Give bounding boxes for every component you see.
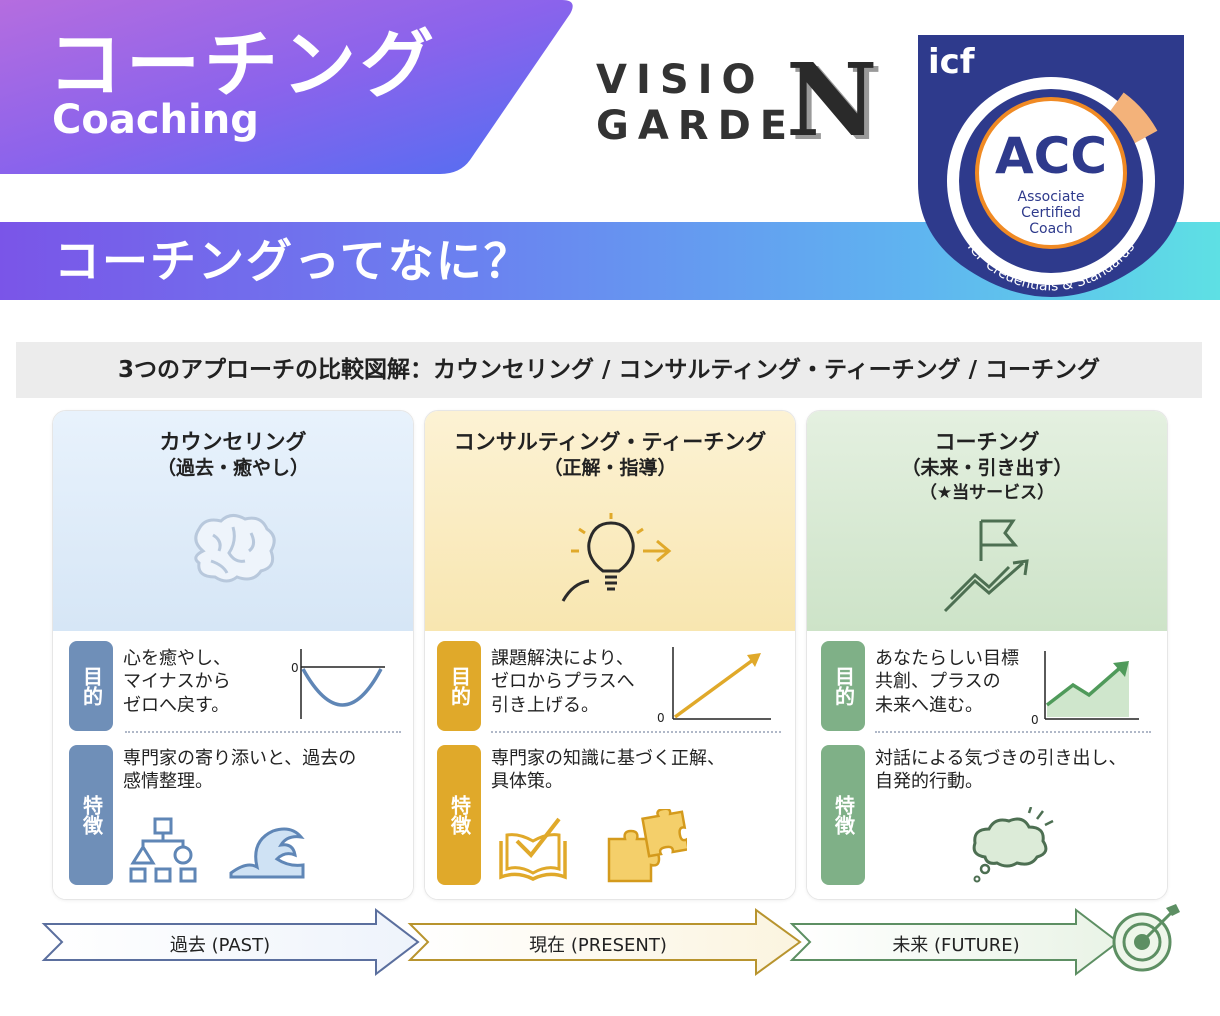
coaching-header: コーチング （未来・引き出す） （★当サービス） [807, 411, 1167, 631]
timeline-future-label: 未来 (FUTURE) [892, 935, 1020, 956]
consulting-header: コンサルティング・ティーチング （正解・指導） [425, 411, 795, 631]
target-icon [1112, 904, 1180, 972]
badge-line-1: Associate [1018, 189, 1085, 205]
subtitle: コーチングってなに？ [54, 234, 532, 288]
badge-line-3: Coach [1029, 221, 1073, 237]
consulting-purpose-chart [672, 647, 771, 720]
coaching-subtitle: （未来・引き出す） [901, 457, 1073, 479]
counseling-header: カウンセリング （過去・癒やし） [53, 411, 413, 631]
coaching-purpose-tag: 目的 [821, 641, 865, 731]
coaching-body: 目的 あなたらしい目標 共創、プラスの 未来へ進む。 0 特徴 対話による気づき… [807, 631, 1167, 899]
consulting-panel: コンサルティング・ティーチング （正解・指導） 目的 課題解決により、 ゼロから… [424, 410, 796, 900]
consulting-title: コンサルティング・ティーチング [453, 430, 767, 454]
logo-big-letter: N [786, 41, 878, 159]
logo-line-1: VISIO [596, 57, 765, 103]
consulting-chart-zero: 0 [657, 711, 665, 725]
consulting-body: 目的 課題解決により、 ゼロからプラスへ 引き上げる。 0 特徴 専門家の知識に… [425, 631, 795, 899]
counseling-purpose-chart [300, 649, 385, 719]
badge-code: ACC [995, 127, 1107, 185]
page-title-english: Coaching [52, 97, 259, 143]
hierarchy-icon [129, 817, 197, 883]
coaching-chart-zero: 0 [1031, 713, 1039, 727]
timeline-present-label: 現在 (PRESENT) [529, 935, 667, 956]
counseling-chart-zero: 0 [291, 661, 299, 675]
consulting-purpose-text: 課題解決により、 ゼロからプラスへ 引き上げる。 [491, 648, 635, 716]
badge-line-2: Certified [1021, 205, 1081, 221]
timeline-past-label: 過去 (PAST) [169, 935, 271, 956]
wave-icon [229, 827, 305, 879]
flag-growth-icon [943, 519, 1029, 613]
coaching-feature-text: 対話による気づきの引き出し、 自発的行動。 [875, 748, 1127, 793]
book-check-icon [499, 817, 567, 881]
coaching-purpose-text: あなたらしい目標 共創、プラスの 未来へ進む。 [875, 648, 1019, 716]
lightbulb-icon [561, 513, 672, 602]
counseling-subtitle: （過去・癒やし） [156, 457, 309, 479]
coaching-title: コーチング [934, 430, 1040, 454]
counseling-body: 目的 心を癒やし、 マイナスから ゼロへ戻す。 0 特徴 専門家の寄り添いと、過… [53, 631, 413, 899]
title-banner [0, 0, 573, 174]
counseling-feature-tag: 特徴 [69, 745, 113, 885]
consulting-divider [491, 731, 781, 733]
coaching-divider [875, 731, 1151, 733]
thought-bubble-icon [972, 807, 1054, 883]
counseling-panel: カウンセリング （過去・癒やし） 目的 心を癒やし、 マイナスから ゼロへ戻す。… [52, 410, 414, 900]
future-arrow [789, 907, 1120, 977]
icf-acc-badge: icf ACC Associate Certified Coach ICF Cr… [918, 35, 1184, 297]
coaching-feature-tag: 特徴 [821, 745, 865, 885]
section-title: 3つのアプローチの比較図解：カウンセリング / コンサルティング・ティーチング … [117, 357, 1101, 383]
counseling-title: カウンセリング [159, 430, 307, 454]
past-arrow [41, 907, 420, 977]
brain-icon [194, 514, 276, 583]
badge-brand: icf [928, 42, 976, 82]
vision-garden-logo: VISIO GARDE N [590, 50, 877, 162]
puzzle-icon [607, 809, 687, 883]
coaching-purpose-chart [1044, 651, 1139, 720]
coaching-service-note: （★当サービス） [919, 483, 1055, 503]
section-title-bar [16, 342, 1202, 398]
counseling-divider [125, 731, 401, 733]
counseling-purpose-tag: 目的 [69, 641, 113, 731]
page-title: コーチング [48, 22, 438, 108]
consulting-feature-tag: 特徴 [437, 745, 481, 885]
timeline-arrows [41, 907, 1120, 977]
coaching-panel: コーチング （未来・引き出す） （★当サービス） 目的 あなたらしい目標 共創、… [806, 410, 1168, 900]
counseling-purpose-text: 心を癒やし、 マイナスから ゼロへ戻す。 [123, 648, 231, 716]
logo-line-2: GARDE [596, 103, 797, 149]
consulting-purpose-tag: 目的 [437, 641, 481, 731]
counseling-feature-text: 専門家の寄り添いと、過去の 感情整理。 [123, 748, 357, 793]
present-arrow [407, 908, 802, 976]
consulting-subtitle: （正解・指導） [543, 457, 677, 479]
consulting-feature-text: 専門家の知識に基づく正解、 具体策。 [491, 748, 725, 793]
